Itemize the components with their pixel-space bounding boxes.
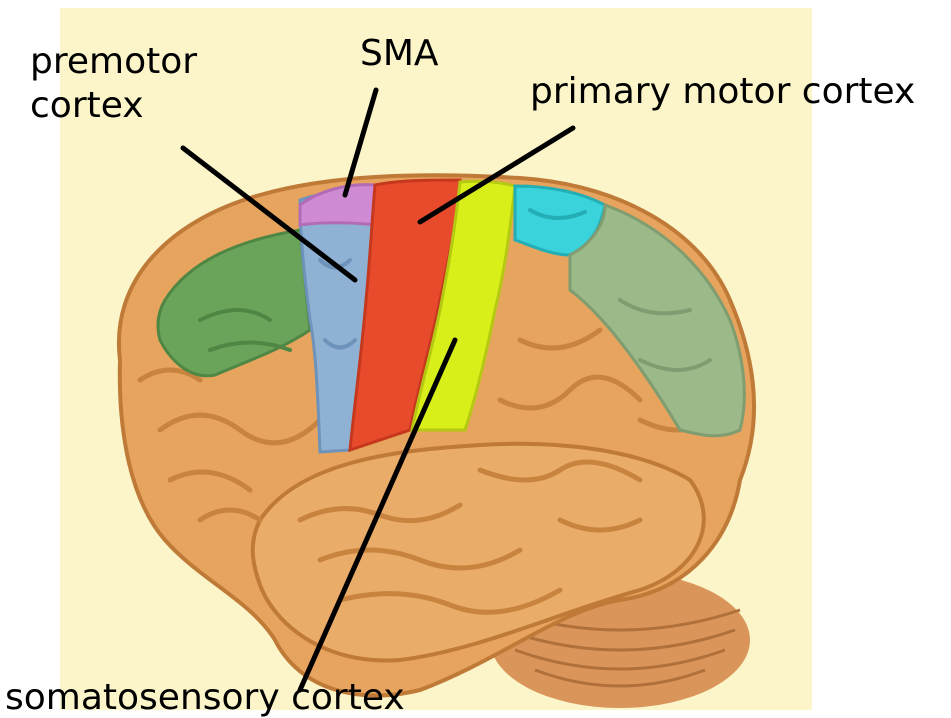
premotor-label-line2: cortex xyxy=(30,84,197,128)
sma-label: SMA xyxy=(360,32,439,76)
premotor-cortex-label: premotor cortex xyxy=(30,40,197,128)
primary-motor-cortex-label: primary motor cortex xyxy=(530,70,915,114)
premotor-label-line1: premotor xyxy=(30,40,197,84)
somatosensory-cortex-label: somatosensory cortex xyxy=(5,676,405,718)
